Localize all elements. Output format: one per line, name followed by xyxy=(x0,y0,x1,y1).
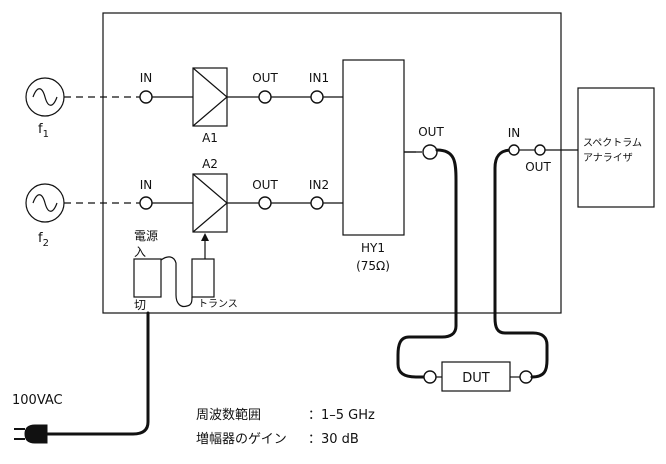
cable-hy-to-dut xyxy=(396,148,458,379)
power-switch[interactable] xyxy=(133,258,162,298)
signal-source-f1 xyxy=(25,77,65,117)
amplifier-a2 xyxy=(192,173,228,233)
dut-label: DUT xyxy=(462,371,490,386)
freq-range-label: 周波数範囲 xyxy=(196,408,261,423)
source-f2-label: f2 xyxy=(38,231,49,249)
port-ch1-in[interactable] xyxy=(139,90,153,104)
freq-range-value: ：1–5 GHz xyxy=(308,408,375,423)
a2-out-label: OUT xyxy=(252,178,278,192)
transformer-box xyxy=(191,258,215,298)
signal-source-f2 xyxy=(25,183,65,223)
hybrid-impedance-label: (75Ω) xyxy=(356,259,390,273)
cable-dut-to-analyzer xyxy=(493,148,549,379)
power-off-label: 切 xyxy=(134,298,146,312)
port-a2-out[interactable] xyxy=(258,196,272,210)
power-plug-icon xyxy=(14,424,48,444)
switch-to-transformer-wire xyxy=(160,256,193,308)
port-hy-in2[interactable] xyxy=(310,196,324,210)
transformer-label: トランス xyxy=(198,298,238,310)
port-analyzer-out[interactable] xyxy=(534,144,546,156)
port-dut-out[interactable] xyxy=(519,370,533,384)
amplifier-a1 xyxy=(192,67,228,127)
port-hy-in1[interactable] xyxy=(310,90,324,104)
power-on-label-1: 電源 xyxy=(134,229,158,243)
analyzer-in-label: IN xyxy=(508,126,521,140)
amp-gain-value: ：30 dB xyxy=(308,432,359,447)
amp-a1-label: A1 xyxy=(202,131,218,145)
port-a1-out[interactable] xyxy=(258,90,272,104)
ch2-in-label: IN xyxy=(140,178,153,192)
hybrid-name-label: HY1 xyxy=(361,241,385,255)
port-dut-in[interactable] xyxy=(423,370,437,384)
mains-voltage-label: 100VAC xyxy=(12,393,63,408)
analyzer-name-line1: スペクトラム xyxy=(583,137,642,149)
hy-in2-label: IN2 xyxy=(309,178,329,192)
port-hy-out[interactable] xyxy=(422,144,438,160)
hy-out-label: OUT xyxy=(418,125,444,139)
a1-out-label: OUT xyxy=(252,71,278,85)
source-f1-label: f1 xyxy=(38,122,49,140)
equipment-enclosure xyxy=(102,12,562,314)
port-analyzer-in[interactable] xyxy=(508,144,520,156)
dut-box xyxy=(441,361,511,392)
hybrid-hy1 xyxy=(342,59,405,236)
analyzer-name-line2: アナライザ xyxy=(583,152,633,164)
analyzer-out-label: OUT xyxy=(525,160,551,174)
spectrum-analyzer xyxy=(577,87,655,208)
amp-gain-label: 増幅器のゲイン xyxy=(196,432,287,447)
mains-cord xyxy=(45,311,150,436)
power-on-label-2: 入 xyxy=(134,245,146,259)
amp-a2-label: A2 xyxy=(202,157,218,171)
power-arrow-head xyxy=(201,233,209,241)
ch1-in-label: IN xyxy=(140,71,153,85)
hy-in1-label: IN1 xyxy=(309,71,329,85)
port-ch2-in[interactable] xyxy=(139,196,153,210)
